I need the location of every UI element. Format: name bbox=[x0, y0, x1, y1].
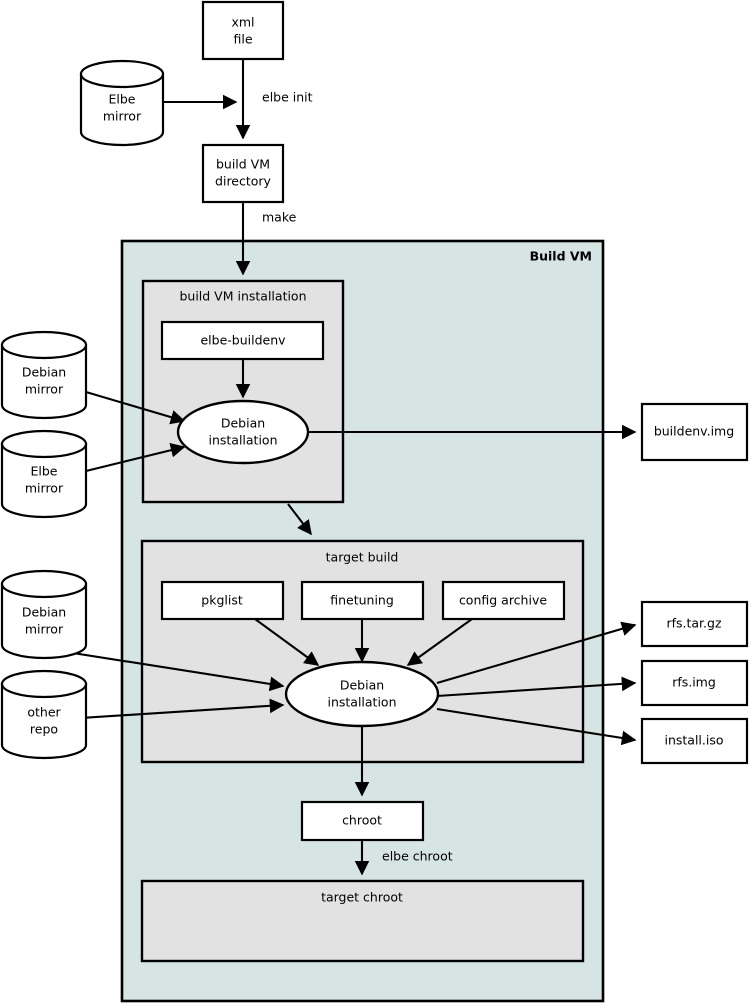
node-elbe-mirror-lower-label-line1: Elbe bbox=[31, 464, 58, 479]
node-config-archive-label: config archive bbox=[459, 593, 547, 608]
node-rfs-tar-gz[interactable] bbox=[640, 600, 749, 648]
node-debian-mirror-upper-label-line1: Debian bbox=[22, 365, 66, 380]
node-xml-file-label-line1: xml bbox=[231, 15, 254, 30]
node-pkglist-label: pkglist bbox=[201, 593, 243, 608]
node-debian-installation-target-label-line2: installation bbox=[327, 695, 396, 710]
node-debian-mirror-lower-label-line1: Debian bbox=[22, 605, 66, 620]
node-xml-file[interactable] bbox=[201, 0, 285, 61]
node-config-archive[interactable] bbox=[441, 580, 566, 621]
edge-debian-installation-to-rfs-tar-gz bbox=[436, 621, 637, 685]
edge-label-make: make bbox=[262, 210, 297, 225]
node-debian-installation-target[interactable] bbox=[284, 660, 440, 728]
node-elbe-mirror-top-label-line1: Elbe bbox=[109, 92, 136, 107]
node-elbe-mirror-lower-label-line2: mirror bbox=[25, 481, 64, 496]
edge-build-vm-installation-to-target-build bbox=[287, 503, 312, 536]
node-build-vm-directory-label-line2: directory bbox=[215, 174, 272, 189]
node-pkglist[interactable] bbox=[160, 580, 285, 621]
node-finetuning-label: finetuning bbox=[330, 593, 394, 608]
node-elbe-buildenv[interactable] bbox=[160, 320, 325, 361]
node-xml-file-label-line2: file bbox=[233, 32, 252, 47]
edge-debian-mirror-to-debian-installation-top bbox=[85, 390, 186, 425]
node-debian-installation-buildenv[interactable] bbox=[176, 399, 310, 465]
node-debian-mirror-lower[interactable] bbox=[0, 569, 88, 660]
container-build-vm-label: Build VM bbox=[530, 249, 592, 264]
node-install-iso[interactable] bbox=[640, 717, 749, 765]
node-chroot[interactable] bbox=[300, 800, 425, 842]
node-buildenv-img-label: buildenv.img bbox=[654, 424, 734, 439]
edge-elbe-mirror-to-debian-installation-top bbox=[85, 443, 186, 473]
node-debian-mirror-lower-label-line2: mirror bbox=[25, 622, 64, 637]
container-target-chroot-label: target chroot bbox=[321, 890, 403, 905]
container-build-vm-installation-label: build VM installation bbox=[179, 289, 306, 304]
edge-debian-installation-to-rfs-img bbox=[436, 676, 637, 698]
edge-label-elbe-init: elbe init bbox=[262, 90, 313, 105]
node-build-vm-directory-label-line1: build VM bbox=[216, 157, 270, 172]
container-target-build-label: target build bbox=[326, 550, 399, 565]
container-target-chroot[interactable] bbox=[140, 879, 585, 963]
node-debian-installation-buildenv-label-line1: Debian bbox=[221, 416, 265, 431]
edge-pkglist-to-debian-installation bbox=[254, 618, 320, 666]
node-elbe-mirror-top[interactable] bbox=[79, 59, 165, 147]
node-rfs-img[interactable] bbox=[640, 659, 749, 707]
node-chroot-label: chroot bbox=[342, 813, 382, 828]
node-rfs-img-label: rfs.img bbox=[672, 675, 716, 690]
node-other-repo-label-line2: repo bbox=[30, 722, 58, 737]
node-buildenv-img[interactable] bbox=[640, 402, 749, 462]
edge-label-elbe-chroot: elbe chroot bbox=[382, 849, 453, 864]
node-elbe-mirror-top-label-line2: mirror bbox=[103, 109, 142, 124]
node-rfs-tar-gz-label: rfs.tar.gz bbox=[666, 616, 721, 631]
node-install-iso-label: install.iso bbox=[664, 733, 723, 748]
edge-debian-installation-to-install-iso bbox=[436, 707, 637, 746]
node-other-repo[interactable] bbox=[0, 669, 88, 760]
node-elbe-buildenv-label: elbe-buildenv bbox=[200, 333, 286, 348]
node-debian-mirror-upper[interactable] bbox=[0, 330, 88, 420]
node-finetuning[interactable] bbox=[300, 580, 425, 621]
node-debian-installation-buildenv-label-line2: installation bbox=[208, 433, 277, 448]
node-other-repo-label-line1: other bbox=[27, 705, 61, 720]
node-debian-mirror-upper-label-line2: mirror bbox=[25, 382, 64, 397]
node-build-vm-directory[interactable] bbox=[201, 143, 285, 204]
node-elbe-mirror-lower[interactable] bbox=[0, 429, 88, 519]
node-debian-installation-target-label-line1: Debian bbox=[340, 678, 384, 693]
edge-config-archive-to-debian-installation bbox=[406, 618, 473, 666]
